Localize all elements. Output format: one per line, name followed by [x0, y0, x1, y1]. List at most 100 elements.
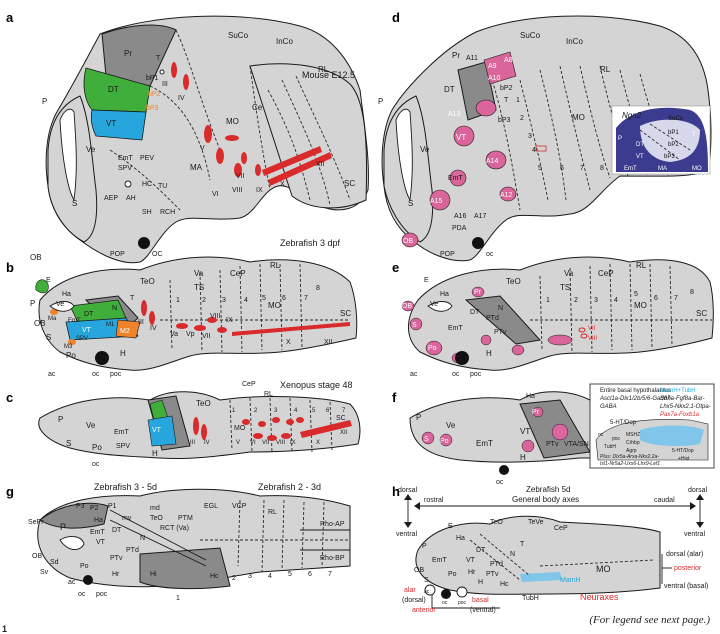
panel-d-inset-line [639, 129, 681, 161]
panel-h: h Zebrafish 5d General body axes dorsal … [392, 484, 708, 614]
panel-b-m2-orange [115, 319, 141, 339]
panel-d-label: oc [486, 251, 494, 258]
panel-h-label: PTv [486, 571, 499, 578]
panel-b-nucleus [232, 322, 350, 336]
panel-e-group [511, 344, 525, 356]
panel-a-label: TU [158, 183, 167, 190]
panel-c-label: X [316, 440, 320, 446]
panel-g-label: Hi [150, 571, 157, 578]
panel-h-arrowhead [404, 522, 412, 528]
panel-d-dopamine-groups [401, 51, 517, 248]
panel-h-label: TubH [522, 595, 539, 602]
panel-d-label: SuCo [520, 31, 541, 40]
panel-e-label: S [412, 322, 417, 329]
panel-f-group [521, 439, 535, 453]
panel-d-label: RL [600, 65, 611, 74]
panel-d-label: 2 [520, 115, 524, 122]
panel-d-label: A10 [488, 75, 501, 82]
panel-c-nucleus [242, 419, 250, 425]
panel-d-inset-tissue [640, 119, 700, 162]
panel-c-label: V [236, 440, 240, 446]
panel-c-nucleus [300, 420, 352, 438]
panel-d-inset-label: bP3 [664, 154, 675, 160]
panel-c-label: P [58, 415, 63, 424]
panel-b-ventricle [49, 301, 75, 312]
panel-a-nucleus [262, 146, 322, 176]
panel-e-label: Va [564, 269, 574, 278]
panel-b-label: 3 [222, 297, 226, 304]
panel-b-label: EmT [68, 318, 81, 324]
panel-h-label: dorsal (alar) [666, 551, 703, 558]
panel-b-nucleus [176, 323, 188, 329]
panel-a-boundary-line [249, 65, 271, 191]
panel-c-nucleus [296, 417, 304, 423]
panel-e-label: EmT [448, 325, 464, 332]
panel-d-label: OB [403, 238, 413, 245]
panel-d-label: A9 [488, 63, 497, 70]
panel-e-label: 6 [654, 295, 658, 302]
panel-b-motor-nuclei [141, 300, 350, 336]
panel-b-label: TeO [140, 277, 155, 286]
panel-a-nucleus [255, 164, 261, 176]
panel-c-boundary-line [249, 397, 253, 453]
panel-f-optic-chiasm [499, 465, 509, 475]
panel-a-nucleus [234, 163, 242, 177]
panel-g-boundary-line [261, 499, 265, 573]
panel-b-nucleus [217, 327, 227, 333]
panel-c-nucleus [272, 417, 280, 423]
panel-f-label: VTA/SN [564, 441, 589, 448]
panel-c-label: VII [262, 440, 270, 446]
panel-d-label: S [408, 199, 413, 208]
panel-h-label: PTd [490, 561, 503, 568]
panel-e-optic-chiasm [455, 351, 469, 365]
panel-e-label: 3 [594, 297, 598, 304]
panel-h-red-axis [539, 559, 655, 567]
panel-d-group [429, 189, 451, 211]
panel-a-label: VT [106, 119, 116, 128]
panel-d-group [483, 51, 517, 85]
panel-a-label: MO [226, 117, 239, 126]
panel-h-label: rostral [424, 497, 444, 504]
panel-e-brain-outline [408, 256, 714, 371]
panel-e-label: ac [410, 371, 418, 378]
panel-b-label: ac [48, 371, 56, 378]
panel-e-group [547, 334, 573, 346]
panel-a-label: III [162, 81, 168, 88]
panel-h-label: MO [596, 564, 611, 574]
panel-a-hindbrain [249, 63, 368, 209]
panel-f-label: S [424, 436, 429, 443]
panel-g-label: DT [112, 527, 122, 534]
panel-h-brain-outline [415, 515, 661, 595]
panel-c-vt-blue [147, 415, 177, 447]
panel-b-label: S [46, 333, 51, 342]
panel-e-label: Pr [474, 289, 482, 296]
panel-g-letter: g [6, 484, 14, 499]
panel-h-label: ventral (basal) [664, 583, 708, 590]
panel-c-boundary-line [309, 399, 313, 453]
panel-e-boundary-line [539, 275, 543, 351]
panel-c-nucleus [267, 435, 277, 441]
panel-e-label: Ha [440, 291, 449, 298]
panel-b-label: P [30, 299, 35, 308]
panel-e-red-outline [578, 327, 586, 333]
panel-d-label: 4 [532, 147, 536, 154]
panel-f-label: VT [520, 427, 530, 436]
panel-a-nucleus [183, 74, 189, 90]
panel-e-group [409, 317, 423, 331]
panel-c-boundary-line [289, 397, 293, 453]
panel-g-pallium [39, 502, 109, 529]
panel-e-label: RL [636, 261, 647, 270]
panel-h-label: EmT [432, 557, 448, 564]
panel-a-label: Ve [86, 145, 96, 154]
panel-e-label: OB [402, 303, 412, 310]
panel-a-label: T [156, 55, 161, 62]
panel-e-boundary-line [649, 263, 653, 349]
panel-g-label: P2 [90, 505, 99, 512]
panel-c-label: EmT [114, 429, 130, 436]
panel-f-label: Po [440, 438, 449, 445]
panel-h-label: TeO [490, 519, 503, 526]
panel-h-label: N [510, 551, 515, 558]
panel-g-label: N [140, 535, 145, 542]
panel-h-label: Ha [456, 535, 465, 542]
panel-e-dark-region [464, 295, 541, 345]
